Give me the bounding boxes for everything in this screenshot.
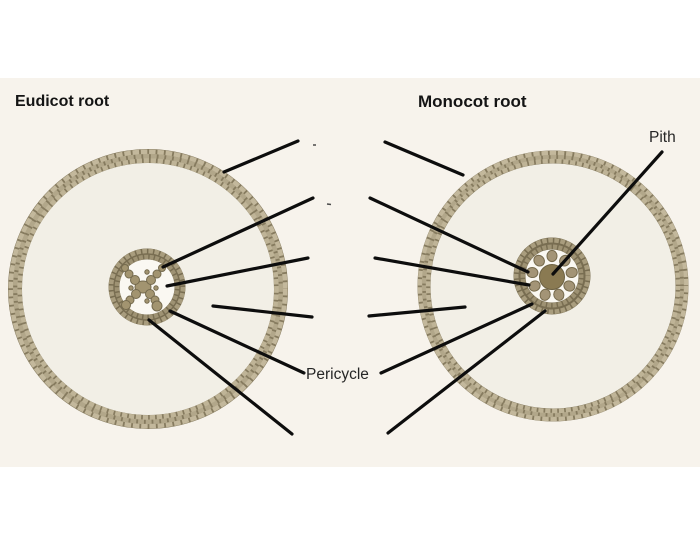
eudicot-stele-cells-outer <box>108 248 186 326</box>
monocot-bundle <box>563 280 576 292</box>
leader-line-pith <box>551 150 664 276</box>
leader-line-eudicot-endodermis <box>147 318 294 436</box>
monocot-pith-center <box>539 264 565 290</box>
eudicot-stele-cells-inner <box>114 254 180 320</box>
eudicot-phloem-cell <box>144 269 150 275</box>
leader-line-eudicot-epidermis <box>222 139 300 174</box>
eudicot-phloem-cell <box>144 298 150 304</box>
monocot-epidermis-cells-outer <box>417 150 689 422</box>
leader-line-eudicot-cortex <box>211 304 314 319</box>
eudicot-xylem-cell <box>124 269 134 279</box>
pith-label: Pith <box>649 129 676 146</box>
eudicot-epidermis-cells-mid <box>12 153 284 425</box>
eudicot-title: Eudicot root <box>15 93 110 110</box>
eudicot-epidermis-ring <box>8 149 288 429</box>
eudicot-xylem-cell <box>152 269 162 279</box>
eudicot-epidermis-cells-inner <box>17 158 279 420</box>
leader-line-eudicot-stele-center <box>165 256 310 288</box>
eudicot-stele-base <box>108 248 186 326</box>
monocot-root-cross-section <box>417 150 689 422</box>
leader-line-monocot-epidermis <box>383 140 465 177</box>
monocot-stele-cells-outer <box>513 237 591 315</box>
monocot-stele-base <box>513 237 591 315</box>
leader-line-monocot-vascular-upper <box>368 196 530 274</box>
leader-line-monocot-cortex <box>367 305 467 318</box>
monocot-epidermis-cells-mid <box>421 154 685 418</box>
leader-lines <box>147 139 664 436</box>
eudicot-phloem-cell <box>153 285 159 291</box>
eudicot-xylem-cell <box>146 275 156 285</box>
monocot-epidermis-cells-inner <box>425 158 681 414</box>
monocot-bundle <box>539 288 551 301</box>
eudicot-xylem-cell <box>130 275 140 285</box>
monocot-epidermis-ring <box>417 150 689 422</box>
monocot-title: Monocot root <box>418 92 527 111</box>
eudicot-root-cross-section <box>8 149 288 429</box>
leader-line-eudicot-pericycle <box>168 309 306 375</box>
eudicot-xylem-cell <box>145 289 155 299</box>
eudicot-epidermis-cells-outer <box>8 149 288 429</box>
monocot-bundle <box>533 254 545 267</box>
monocot-stele-cells-inner <box>520 244 584 308</box>
monocot-bundle <box>565 267 578 279</box>
leader-line-eudicot-xylem-arm <box>161 196 315 269</box>
eudicot-xylem-cell <box>131 289 141 299</box>
artifact-speck <box>326 203 332 206</box>
monocot-bundle <box>546 249 558 263</box>
monocot-bundle <box>553 288 565 301</box>
eudicot-phloem-cell <box>128 285 134 291</box>
monocot-vascular-bundles <box>526 249 578 301</box>
pericycle-label: Pericycle <box>306 366 369 383</box>
leader-line-monocot-vascular-lower <box>373 256 531 287</box>
eudicot-stele-ring <box>108 248 186 326</box>
eudicot-xylem-cell <box>121 300 131 310</box>
leader-line-monocot-endodermis <box>386 309 547 435</box>
monocot-bundle <box>528 280 541 292</box>
monocot-stele-ring <box>513 237 591 315</box>
leader-line-monocot-pericycle <box>379 302 534 375</box>
eudicot-xylem-cell <box>151 300 163 312</box>
eudicot-xylem-cell <box>121 264 129 272</box>
